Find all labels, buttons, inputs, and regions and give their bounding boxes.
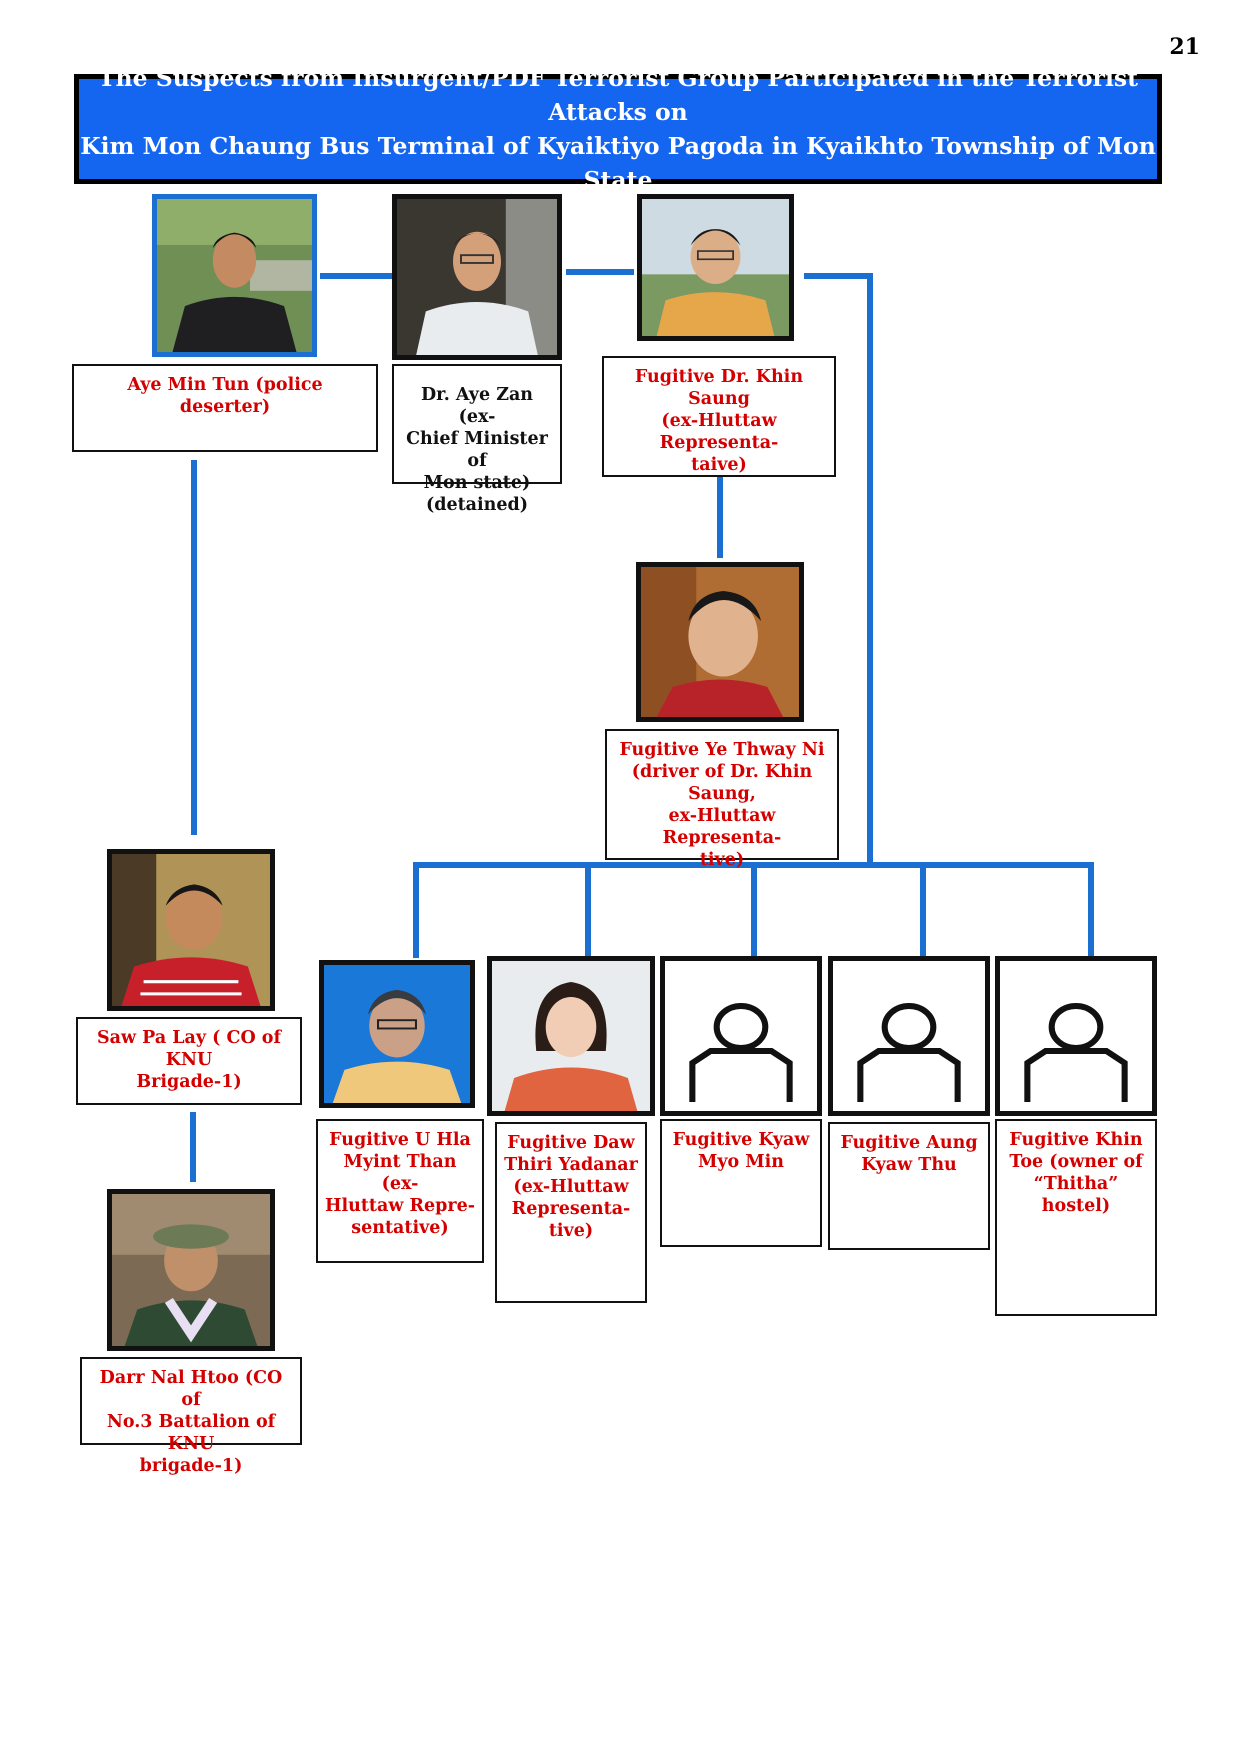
label-u-hla-myint-than: Fugitive U Hla Myint Than (ex- Hluttaw R… — [316, 1119, 484, 1263]
label-khin-saung: Fugitive Dr. Khin Saung (ex-Hluttaw Repr… — [602, 356, 836, 477]
photo-ye-thway-ni — [636, 562, 804, 722]
label-line: (ex-Hluttaw — [513, 1177, 629, 1197]
label-aye-zan: Dr. Aye Zan (ex- Chief Minister of Mon s… — [392, 364, 562, 515]
person-silhouette-icon — [881, 1003, 937, 1051]
label-line: Myo Min — [697, 1152, 785, 1172]
label-line: tive) — [699, 850, 745, 870]
label-line: Brigade-1) — [136, 1072, 242, 1092]
label-line: ex-Hluttaw Representa- — [662, 806, 782, 848]
label-line: brigade-1) — [139, 1456, 243, 1476]
label-kyaw-myo-min: Fugitive Kyaw Myo Min — [660, 1119, 822, 1247]
photo-thiri-yadanar — [487, 956, 655, 1116]
label-line: Mon state) — [423, 473, 531, 493]
label-line: Myint Than (ex- — [343, 1152, 457, 1194]
label-line: No.3 Battalion of KNU — [106, 1412, 276, 1454]
label-line: Fugitive Daw — [507, 1133, 635, 1153]
label-line: (detained) — [425, 495, 529, 515]
label-darr-nal-htoo: Darr Nal Htoo (CO of No.3 Battalion of K… — [80, 1357, 302, 1476]
label-line: Kyaw Thu — [861, 1155, 957, 1175]
label-line: Fugitive Kyaw — [672, 1130, 810, 1150]
connector-khin-saung-to-group — [804, 273, 873, 865]
photo-placeholder-aung-kyaw-thu — [828, 956, 990, 1116]
label-line: Toe (owner of — [1009, 1152, 1143, 1172]
photo-aye-zan — [392, 194, 562, 360]
label-line: Fugitive Ye Thway Ni — [619, 740, 825, 760]
title-line-2: Kim Mon Chaung Bus Terminal of Kyaiktiyo… — [80, 132, 1156, 194]
label-ye-thway-ni: Fugitive Ye Thway Ni (driver of Dr. Khin… — [605, 729, 839, 870]
title-line-1: The Suspects from Insurgent/PDF Terroris… — [98, 64, 1138, 126]
label-khin-toe: Fugitive Khin Toe (owner of “Thitha” hos… — [995, 1119, 1157, 1316]
label-line: (ex-Hluttaw Representa- — [659, 411, 779, 453]
photo-placeholder-khin-toe — [995, 956, 1157, 1116]
label-line: Dr. Aye Zan (ex- — [420, 385, 534, 427]
label-aung-kyaw-thu: Fugitive Aung Kyaw Thu — [828, 1122, 990, 1250]
page-number: 21 — [1169, 34, 1200, 60]
label-line: Hluttaw Repre- — [324, 1196, 476, 1216]
label-line: taive) — [691, 455, 747, 475]
photo-u-hla-myint-than — [319, 960, 475, 1108]
label-line: Thiri Yadanar — [504, 1155, 638, 1175]
title-banner: The Suspects from Insurgent/PDF Terroris… — [74, 64, 1162, 194]
photo-placeholder-kyaw-myo-min — [660, 956, 822, 1116]
label-line: Aye Min Tun (police deserter) — [127, 375, 323, 417]
label-aye-min-tun: Aye Min Tun (police deserter) — [72, 364, 378, 452]
label-thiri-yadanar: Fugitive Daw Thiri Yadanar (ex-Hluttaw R… — [495, 1122, 647, 1303]
label-line: Representa- — [511, 1199, 631, 1219]
photo-darr-nal-htoo — [107, 1189, 275, 1351]
label-line: “Thitha” hostel) — [1033, 1174, 1119, 1216]
label-line: Fugitive U Hla — [329, 1130, 471, 1150]
person-silhouette-icon — [1048, 1003, 1104, 1051]
label-line: tive) — [548, 1221, 594, 1241]
label-line: (driver of Dr. Khin Saung, — [631, 762, 813, 804]
label-line: Fugitive Khin — [1009, 1130, 1143, 1150]
label-saw-pa-lay: Saw Pa Lay ( CO of KNU Brigade-1) — [76, 1017, 302, 1105]
label-line: Fugitive Dr. Khin Saung — [634, 367, 804, 409]
photo-saw-pa-lay — [107, 849, 275, 1011]
photo-aye-min-tun — [152, 194, 317, 357]
label-line: Darr Nal Htoo (CO of — [99, 1368, 283, 1410]
photo-khin-saung — [637, 194, 794, 341]
label-line: Fugitive Aung — [840, 1133, 978, 1153]
label-line: Saw Pa Lay ( CO of KNU — [97, 1028, 281, 1070]
person-silhouette-icon — [713, 1003, 769, 1051]
label-line: sentative) — [351, 1218, 449, 1238]
label-line: Chief Minister of — [406, 429, 548, 471]
